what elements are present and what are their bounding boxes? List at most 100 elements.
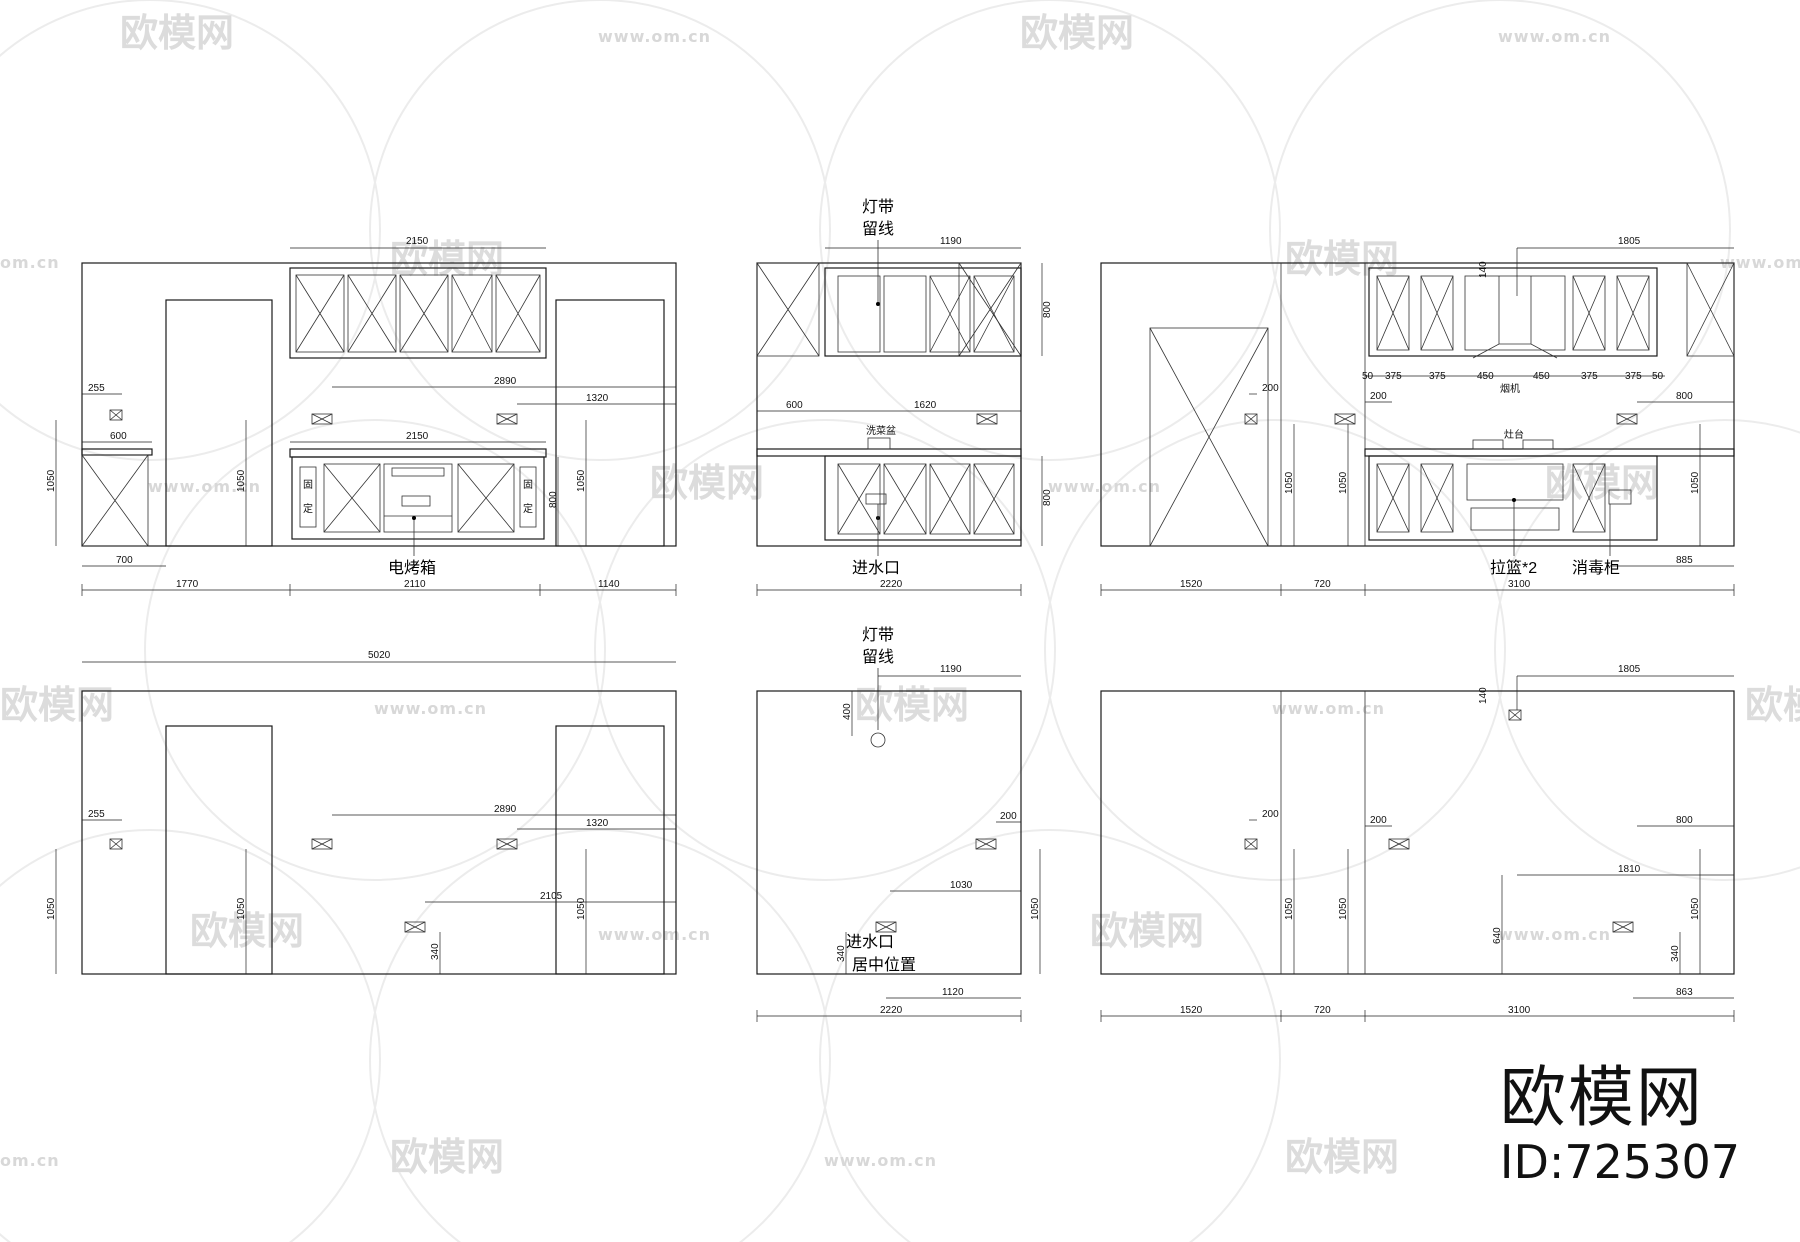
svg-text:200: 200	[1262, 383, 1279, 394]
svg-text:200: 200	[1370, 815, 1387, 826]
svg-text:1050: 1050	[1338, 897, 1349, 920]
label-sterilizer: 消毒柜	[1572, 559, 1620, 577]
watermark-url: www.om.cn	[148, 477, 261, 496]
svg-text:1050: 1050	[1690, 897, 1701, 920]
svg-text:700: 700	[116, 555, 133, 566]
elevation-4: 5020 255 2890 1320 2105 1050 1050 1050 3…	[46, 650, 677, 975]
svg-text:863: 863	[1676, 987, 1693, 998]
svg-text:885: 885	[1676, 555, 1693, 566]
svg-text:2890: 2890	[494, 804, 517, 815]
label-light-strip: 灯带	[862, 626, 894, 644]
svg-text:2105: 2105	[540, 891, 563, 902]
svg-text:800: 800	[1042, 301, 1053, 318]
svg-text:1190: 1190	[940, 664, 962, 675]
svg-text:375: 375	[1429, 371, 1446, 382]
svg-text:2150: 2150	[406, 431, 429, 442]
svg-text:450: 450	[1533, 371, 1550, 382]
svg-text:2150: 2150	[406, 236, 429, 247]
svg-text:1770: 1770	[176, 579, 199, 590]
svg-text:1050: 1050	[576, 897, 587, 920]
svg-text:200: 200	[1000, 811, 1017, 822]
svg-text:2890: 2890	[494, 376, 517, 387]
watermark-url: www.om.cn	[1720, 253, 1800, 272]
svg-text:固: 固	[303, 479, 313, 491]
svg-text:200: 200	[1370, 391, 1387, 402]
label-light-strip: 灯带	[862, 198, 894, 216]
svg-text:400: 400	[842, 703, 853, 720]
watermark-logo: 欧模网	[1020, 13, 1134, 55]
watermark-logo: 欧模网	[1745, 685, 1800, 727]
watermark-url: www.om.cn	[1498, 925, 1611, 944]
svg-text:1190: 1190	[940, 236, 962, 247]
label-water-inlet: 进水口	[852, 559, 900, 577]
svg-text:2220: 2220	[880, 579, 903, 590]
label-pull-basket: 拉篮*2	[1490, 559, 1537, 577]
elevation-5: 灯带 留线 1190 400 200 1030 340 1050 进水口 居中位…	[756, 626, 1041, 1022]
watermark-url: www.om.cn	[1048, 477, 1161, 496]
elevation-1: 固 定 固 定 2150 255 600 2890 1320 2150 1050…	[46, 236, 677, 596]
model-id: ID:725307	[1499, 1135, 1740, 1189]
watermark-url: www.om.cn	[598, 27, 711, 46]
svg-text:800: 800	[1042, 489, 1053, 506]
svg-text:375: 375	[1625, 371, 1642, 382]
svg-text:洗菜盆: 洗菜盆	[866, 424, 896, 437]
svg-text:140: 140	[1478, 261, 1489, 278]
watermark-logo: 欧模网	[390, 1137, 504, 1179]
label-water-inlet: 进水口	[846, 933, 894, 951]
svg-text:1805: 1805	[1618, 664, 1641, 675]
svg-text:1620: 1620	[914, 400, 937, 411]
svg-text:340: 340	[836, 945, 847, 962]
svg-text:1050: 1050	[1690, 471, 1701, 494]
svg-text:640: 640	[1492, 927, 1503, 944]
svg-text:1050: 1050	[1284, 471, 1295, 494]
svg-text:800: 800	[1676, 815, 1693, 826]
label-reserve-wire: 留线	[862, 648, 894, 666]
svg-text:450: 450	[1477, 371, 1494, 382]
watermarks: 欧模网 www.om.cn 欧模网 www.om.cn om.cn 欧模网 欧模…	[0, 13, 1800, 1179]
watermark-url: om.cn	[0, 253, 60, 272]
svg-text:灶台: 灶台	[1504, 428, 1524, 441]
svg-text:1520: 1520	[1180, 579, 1203, 590]
svg-text:375: 375	[1385, 371, 1402, 382]
svg-text:1320: 1320	[586, 818, 609, 829]
elevation-6: 1805 140 200 200 800 1810 640 340 1050 1…	[1100, 664, 1735, 1022]
label-reserve-wire: 留线	[862, 220, 894, 238]
watermark-logo: 欧模网	[650, 463, 764, 505]
svg-text:1140: 1140	[598, 579, 620, 590]
svg-text:1050: 1050	[1030, 897, 1041, 920]
watermark-logo: 欧模网	[855, 685, 969, 727]
label-center-position: 居中位置	[852, 956, 916, 974]
svg-text:2110: 2110	[404, 579, 426, 590]
brand-name: 欧模网	[1499, 1059, 1704, 1136]
svg-text:1050: 1050	[236, 469, 247, 492]
svg-text:200: 200	[1262, 809, 1279, 820]
elevation-3: 灶台 1805 140 200 50 375 375 450 450 375 3…	[1100, 236, 1735, 596]
svg-text:1050: 1050	[1284, 897, 1295, 920]
svg-text:375: 375	[1581, 371, 1598, 382]
svg-text:定: 定	[303, 502, 313, 515]
svg-text:2220: 2220	[880, 1005, 903, 1016]
watermark-logo: 欧模网	[190, 911, 304, 953]
svg-text:1805: 1805	[1618, 236, 1641, 247]
svg-text:1050: 1050	[1338, 471, 1349, 494]
watermark-url: om.cn	[0, 1151, 60, 1170]
svg-text:定: 定	[523, 502, 533, 515]
svg-text:固: 固	[523, 479, 533, 491]
svg-text:3100: 3100	[1508, 1005, 1531, 1016]
svg-text:720: 720	[1314, 1005, 1331, 1016]
watermark-logo: 欧模网	[1545, 463, 1659, 505]
svg-text:1050: 1050	[236, 897, 247, 920]
watermark-logo: 欧模网	[0, 685, 114, 727]
svg-text:255: 255	[88, 383, 105, 394]
elevation-2: 灯带 留线 洗菜盆 1190 800 600 1620 800 进水口 2220	[756, 198, 1053, 596]
svg-text:50: 50	[1362, 371, 1374, 382]
svg-text:600: 600	[786, 400, 803, 411]
watermark-url: www.om.cn	[824, 1151, 937, 1170]
watermark-logo: 欧模网	[1285, 1137, 1399, 1179]
svg-text:720: 720	[1314, 579, 1331, 590]
watermark-logo: 欧模网	[1090, 911, 1204, 953]
svg-text:1050: 1050	[576, 469, 587, 492]
svg-text:1320: 1320	[586, 393, 609, 404]
